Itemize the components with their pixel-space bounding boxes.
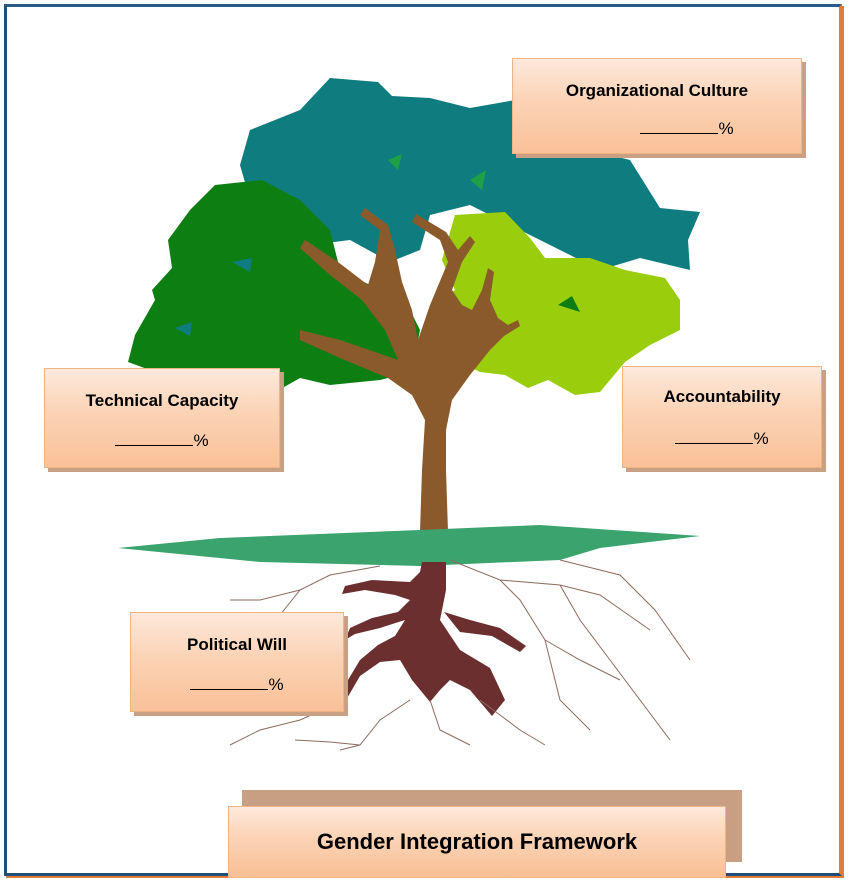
category-card-political-will: Political Will % (130, 612, 344, 712)
percent-blank (190, 675, 269, 690)
canopy-patch (558, 296, 580, 312)
category-value: % (115, 431, 209, 451)
canopy-teal (240, 78, 700, 270)
percent-sign: % (268, 675, 284, 694)
title-banner: Gender Integration Framework (228, 806, 726, 878)
percent-sign: % (193, 431, 209, 450)
category-card-technical-capacity: Technical Capacity % (44, 368, 280, 468)
percent-sign: % (753, 429, 769, 448)
canopy-patch (470, 170, 486, 190)
percent-sign: % (718, 119, 734, 138)
category-label: Organizational Culture (565, 81, 749, 100)
canopy-patch (388, 154, 402, 170)
category-label: Political Will (187, 635, 287, 654)
percent-blank (640, 119, 719, 134)
ground (118, 525, 700, 566)
category-label: Accountability (663, 387, 781, 406)
framework-title: Gender Integration Framework (316, 829, 638, 854)
category-card-accountability: Accountability % (622, 366, 822, 468)
tree-trunk (300, 208, 520, 532)
category-value: % (675, 429, 769, 449)
canopy-patch (232, 258, 252, 272)
canopy-light-green (437, 212, 680, 395)
percent-blank (115, 431, 194, 446)
side-root (444, 612, 526, 652)
rootlets (229, 559, 691, 751)
category-value: % (190, 675, 284, 695)
canopy-patch (175, 322, 192, 336)
category-label: Technical Capacity (85, 391, 239, 410)
main-roots (338, 562, 505, 716)
category-value: % (580, 119, 734, 139)
category-card-organizational-culture: Organizational Culture % (512, 58, 802, 154)
percent-blank (675, 429, 754, 444)
